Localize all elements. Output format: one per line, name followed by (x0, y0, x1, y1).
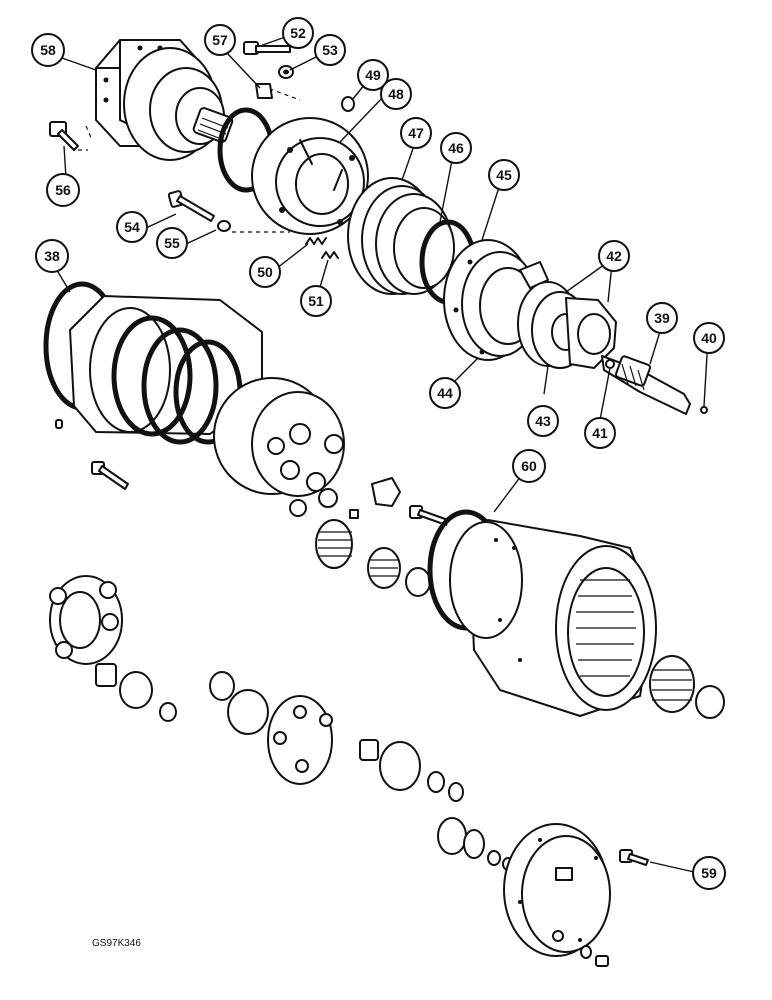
washer-53 (278, 65, 294, 79)
small-gear (119, 671, 153, 709)
callout-46: 46 (440, 132, 472, 164)
svg-text:42: 42 (606, 248, 622, 264)
svg-text:57: 57 (212, 32, 228, 48)
alignment-line (232, 85, 301, 233)
svg-text:54: 54 (124, 219, 140, 235)
pin (55, 419, 63, 429)
alignment-line (78, 125, 93, 151)
cap-screw-59 (619, 849, 649, 866)
planet-gear (367, 547, 401, 589)
cap-screw-56 (49, 121, 79, 151)
image-code: GS97K346 (92, 938, 141, 949)
plug (595, 955, 609, 967)
svg-text:56: 56 (55, 182, 71, 198)
callout-55: 55 (156, 227, 188, 259)
svg-text:55: 55 (164, 235, 180, 251)
friction-discs-42 (517, 281, 617, 369)
cap-screw (91, 461, 129, 490)
callout-40: 40 (693, 322, 725, 354)
snap-ring (405, 567, 431, 597)
small-gear (227, 689, 269, 735)
svg-text:60: 60 (521, 458, 537, 474)
callout-54: 54 (116, 211, 148, 243)
ball-40 (700, 406, 708, 414)
callout-60: 60 (512, 449, 546, 483)
callout-47: 47 (400, 117, 432, 149)
input-shaft-39 (601, 355, 691, 415)
callout-43: 43 (527, 405, 559, 437)
callout-48: 48 (380, 78, 412, 110)
seal (695, 685, 725, 719)
svg-text:46: 46 (448, 140, 464, 156)
bearing (95, 663, 117, 687)
planet-carrier-small (267, 695, 333, 785)
bearing (359, 739, 379, 761)
svg-text:59: 59 (701, 865, 717, 881)
hub (449, 519, 657, 717)
callout-42: 42 (598, 240, 630, 272)
housing-plate-48 (251, 117, 369, 235)
callout-44: 44 (429, 377, 461, 409)
washer-41 (605, 359, 615, 369)
svg-text:41: 41 (592, 425, 608, 441)
washer (580, 945, 592, 959)
callout-39: 39 (646, 302, 678, 334)
planet-carrier (213, 377, 345, 517)
lower-planet-carrier (49, 575, 123, 665)
callout-45: 45 (488, 159, 520, 191)
svg-text:48: 48 (388, 86, 404, 102)
svg-text:58: 58 (40, 42, 56, 58)
callout-56: 56 (46, 173, 80, 207)
circlip-49 (341, 96, 355, 112)
svg-text:51: 51 (308, 293, 324, 309)
svg-text:38: 38 (44, 248, 60, 264)
snap-ring (209, 671, 235, 701)
key (349, 509, 359, 519)
washer (427, 771, 445, 793)
output-gear (649, 655, 695, 713)
svg-text:45: 45 (496, 167, 512, 183)
callout-53: 53 (314, 34, 346, 66)
brake-piston-47 (347, 177, 455, 295)
sun-gear (315, 519, 353, 569)
callout-58: 58 (31, 33, 65, 67)
bolt-54 (167, 190, 215, 222)
snap-ring (437, 817, 467, 855)
callout-52: 52 (282, 17, 314, 49)
washer (487, 850, 501, 866)
svg-text:44: 44 (437, 385, 453, 401)
bolt-52 (243, 41, 291, 55)
svg-text:39: 39 (654, 310, 670, 326)
svg-text:53: 53 (322, 42, 338, 58)
callout-50: 50 (249, 256, 281, 288)
leader-lines (51, 35, 709, 873)
ring-gear-38 (43, 281, 263, 445)
gear (379, 741, 421, 791)
svg-text:43: 43 (535, 413, 551, 429)
washer (448, 782, 464, 802)
spring-50 (305, 237, 327, 245)
callout-57: 57 (204, 24, 236, 56)
svg-text:52: 52 (290, 25, 306, 41)
spring-51 (321, 251, 339, 259)
callout-51: 51 (300, 285, 332, 317)
callout-38: 38 (35, 239, 69, 273)
small-gear (463, 829, 485, 859)
callout-59: 59 (692, 856, 726, 890)
end-cover (503, 823, 611, 957)
hydraulic-motor (95, 39, 234, 161)
svg-text:49: 49 (365, 67, 381, 83)
svg-text:50: 50 (257, 264, 273, 280)
thrust-washer (159, 702, 177, 722)
washer-55 (217, 220, 231, 232)
svg-text:47: 47 (408, 125, 424, 141)
callout-41: 41 (584, 417, 616, 449)
svg-text:40: 40 (701, 330, 717, 346)
thrust-pad (371, 477, 401, 507)
callout-49: 49 (357, 59, 389, 91)
